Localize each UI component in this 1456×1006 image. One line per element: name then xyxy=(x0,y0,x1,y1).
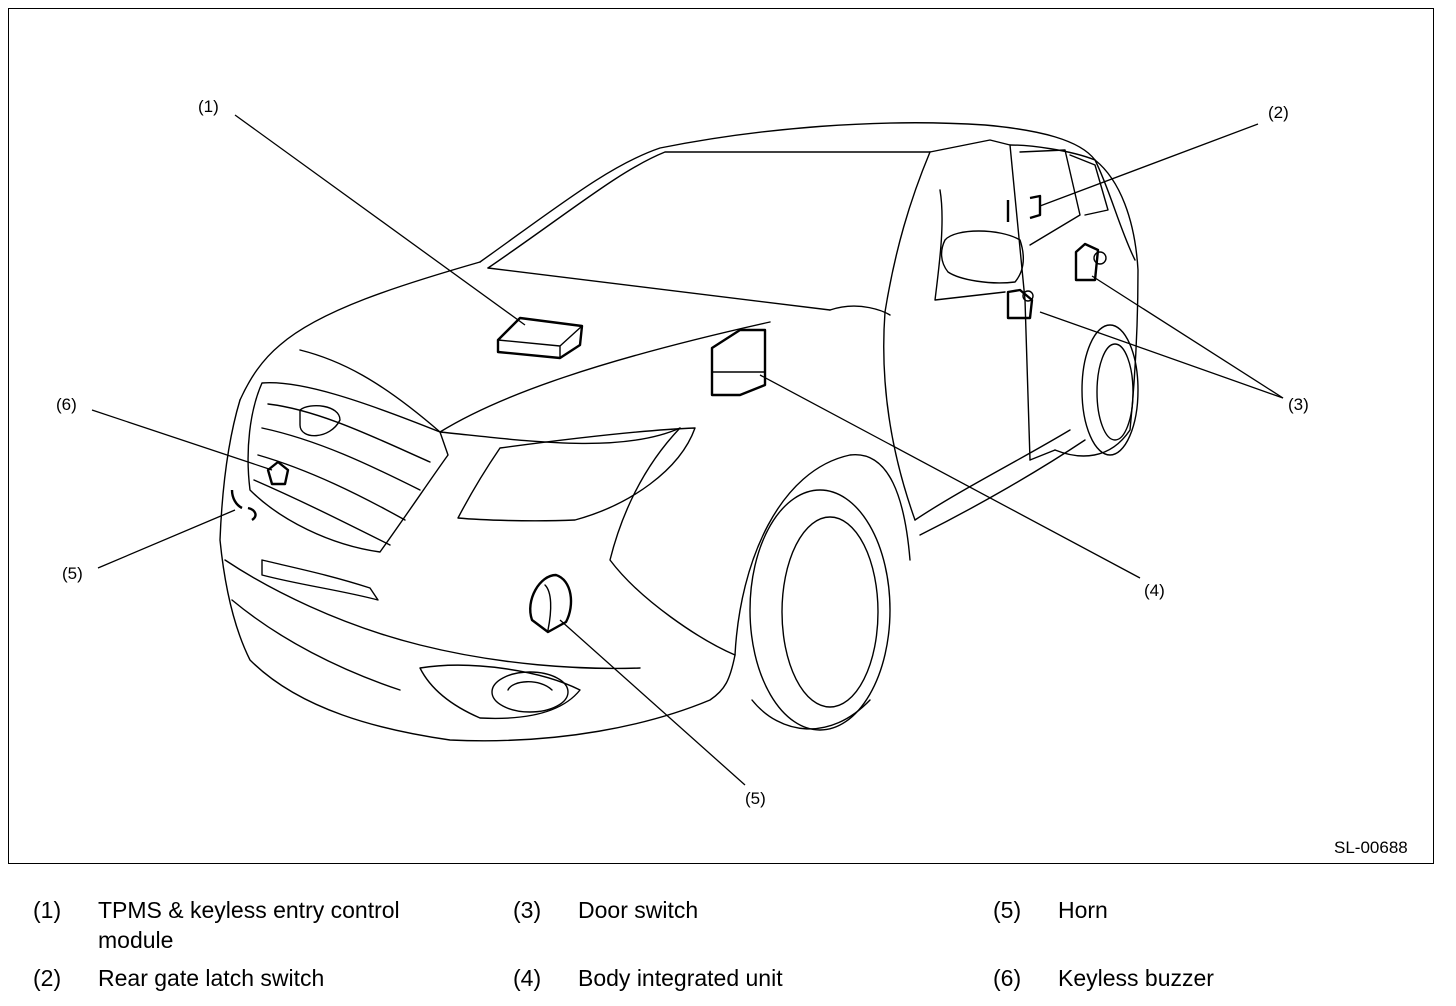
keyless-buzzer-icon xyxy=(266,460,290,486)
legend-text: TPMS & keyless entry control module xyxy=(98,897,400,953)
callout-5-grille: (5) xyxy=(62,564,83,583)
legend-number: (6) xyxy=(993,965,1022,991)
diagram-frame xyxy=(8,8,1434,864)
legend-text: Keyless buzzer xyxy=(1058,965,1214,991)
tpms-keyless-module-icon xyxy=(496,316,584,360)
vehicle-component-location-diagram: (1) (2) (3) (4) (5) (5) (6) SL-00688 xyxy=(56,97,1408,857)
leader-lines xyxy=(91,114,1284,786)
figure-id: SL-00688 xyxy=(1334,838,1408,857)
legend-number: (1) xyxy=(33,897,62,923)
horn-icon-grille xyxy=(230,489,257,521)
callout-4: (4) xyxy=(1144,581,1165,600)
door-switch-icon-rear xyxy=(1074,242,1107,282)
callout-6: (6) xyxy=(56,395,77,414)
vehicle-outline xyxy=(219,122,1139,742)
callout-2: (2) xyxy=(1268,103,1289,122)
legend-number: (3) xyxy=(513,897,542,923)
legend-text: Body integrated unit xyxy=(578,965,783,991)
door-switch-icon-front xyxy=(1006,288,1034,320)
rear-gate-latch-switch-icon xyxy=(1006,194,1042,222)
legend-text: Door switch xyxy=(578,897,699,923)
legend-text: Horn xyxy=(1058,897,1108,923)
callout-3: (3) xyxy=(1288,395,1309,414)
callout-5-horn: (5) xyxy=(745,789,766,808)
legend-text: Rear gate latch switch xyxy=(98,965,325,991)
legend-number: (4) xyxy=(513,965,542,991)
callout-1: (1) xyxy=(198,97,219,116)
body-integrated-unit-icon xyxy=(710,328,767,397)
legend-number: (2) xyxy=(33,965,62,991)
horn-icon xyxy=(529,573,573,634)
legend-number: (5) xyxy=(993,897,1022,923)
